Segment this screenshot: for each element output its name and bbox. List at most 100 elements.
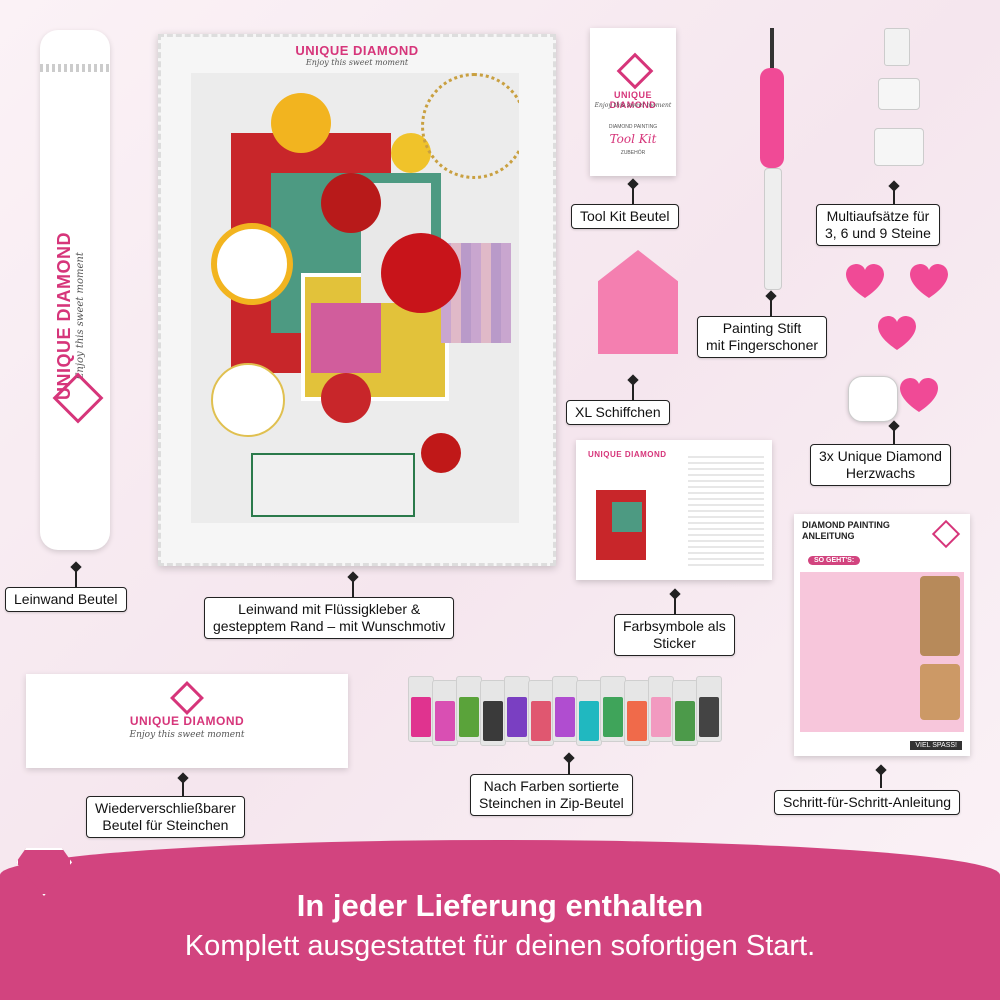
- label-xl-schiffchen: XL Schiffchen: [566, 400, 670, 425]
- painting-stift-image: [752, 28, 792, 290]
- label-steinchen-line1: Nach Farben sortierte: [483, 778, 620, 794]
- footer-banner: [0, 840, 1000, 1000]
- diamond-logo-icon: [170, 681, 204, 715]
- herzwachs-heart-1: [846, 264, 884, 298]
- pin: [632, 380, 634, 400]
- zip-bag: [648, 676, 674, 742]
- canvas-artwork: [191, 73, 519, 523]
- beutel-brand-name: UNIQUE DIAMOND: [129, 714, 245, 728]
- pin: [352, 577, 354, 597]
- canvas-brand-name: UNIQUE DIAMOND: [295, 43, 419, 58]
- tool-kit-brand-tagline: Enjoy this sweet moment: [594, 102, 672, 109]
- zip-bag-stones: [651, 697, 671, 737]
- label-herzwachs-line1: 3x Unique Diamond: [819, 448, 942, 464]
- tool-kit-brand-name: UNIQUE DIAMOND: [609, 90, 657, 110]
- label-leinwand-line1: Leinwand mit Flüssigkleber &: [238, 601, 421, 617]
- label-steinchen: Nach Farben sortierte Steinchen in Zip-B…: [470, 774, 633, 816]
- zip-bag-stones: [411, 697, 431, 737]
- zip-bag-stones: [483, 701, 503, 741]
- label-multiaufsaetze: Multiaufsätze für 3, 6 und 9 Steine: [816, 204, 940, 246]
- leinwand-beutel-image: UNIQUE DIAMOND Enjoy this sweet moment: [40, 30, 110, 550]
- zip-bag-stones: [555, 697, 575, 737]
- pin: [632, 184, 634, 204]
- sticker-brand-name: UNIQUE DIAMOND: [588, 450, 667, 459]
- pin: [893, 426, 895, 444]
- diamond-logo-icon: [616, 52, 654, 90]
- herzwachs-case-lid: [848, 376, 898, 422]
- zip-bag-stones: [435, 701, 455, 741]
- zip-bag: [480, 680, 506, 746]
- pin: [182, 778, 184, 796]
- anleitung-footer: VIEL SPASS!: [910, 741, 962, 750]
- zip-bag-stones: [675, 701, 695, 741]
- zip-bag: [696, 676, 722, 742]
- label-anleitung: Schritt-für-Schritt-Anleitung: [774, 790, 961, 815]
- herzwachs-heart-3: [878, 316, 916, 350]
- pin: [880, 770, 882, 788]
- tool-kit-line1: DIAMOND PAINTING: [608, 124, 658, 130]
- xl-schiffchen-image: [598, 250, 678, 354]
- label-multiaufsaetze-line2: 3, 6 und 9 Steine: [825, 225, 931, 241]
- zip-bag: [504, 676, 530, 742]
- label-leinwand-beutel: Leinwand Beutel: [5, 587, 127, 612]
- anleitung-card-image: DIAMOND PAINTING ANLEITUNG SO GEHT'S: VI…: [794, 514, 970, 756]
- zip-bag-stones: [603, 697, 623, 737]
- label-leinwand: Leinwand mit Flüssigkleber & gestepptem …: [204, 597, 455, 639]
- label-wiederverschliessbarer-line2: Beutel für Steinchen: [102, 817, 229, 833]
- canvas-brand: UNIQUE DIAMOND Enjoy this sweet moment: [161, 43, 553, 67]
- pin: [770, 296, 772, 316]
- zip-bag-stones: [459, 697, 479, 737]
- zipper: [40, 64, 110, 72]
- footer-title: In jeder Lieferung enthalten: [296, 888, 704, 923]
- zip-bag: [408, 676, 434, 742]
- label-farbsymbole-line1: Farbsymbole als: [623, 618, 726, 634]
- label-steinchen-line2: Steinchen in Zip-Beutel: [479, 795, 624, 811]
- anleitung-title: DIAMOND PAINTING ANLEITUNG: [802, 520, 890, 541]
- pin: [568, 758, 570, 774]
- farbsymbole-sticker-image: UNIQUE DIAMOND: [576, 440, 772, 580]
- herzwachs-heart-2: [910, 264, 948, 298]
- multiaufsaetze-image: [872, 28, 924, 174]
- pin: [893, 186, 895, 204]
- label-painting-stift-line2: mit Fingerschoner: [706, 337, 819, 353]
- zip-bag: [528, 680, 554, 746]
- zip-bag: [672, 680, 698, 746]
- zip-bag: [552, 676, 578, 742]
- tool-kit-beutel-image: UNIQUE DIAMOND Enjoy this sweet moment D…: [590, 28, 676, 176]
- zip-bag-stones: [699, 697, 719, 737]
- zip-bag: [624, 680, 650, 746]
- zip-bag-stones: [579, 701, 599, 741]
- zip-bag: [600, 676, 626, 742]
- symbol-grid: [688, 452, 764, 570]
- anleitung-badge: SO GEHT'S:: [808, 556, 861, 565]
- label-wiederverschliessbarer: Wiederverschließbarer Beutel für Steinch…: [86, 796, 245, 838]
- wiederverschliessbarer-beutel-image: UNIQUE DIAMOND Enjoy this sweet moment: [26, 674, 348, 768]
- label-multiaufsaetze-line1: Multiaufsätze für: [826, 208, 930, 224]
- zip-bag-stones: [627, 701, 647, 741]
- label-tool-kit-beutel: Tool Kit Beutel: [571, 204, 679, 229]
- diamond-logo-icon: [931, 519, 961, 549]
- pin: [75, 567, 77, 587]
- canvas-brand-tagline: Enjoy this sweet moment: [305, 58, 409, 67]
- tool-kit-title: Tool Kit: [609, 132, 657, 146]
- zip-bag-stones: [507, 697, 527, 737]
- label-farbsymbole: Farbsymbole als Sticker: [614, 614, 735, 656]
- zip-bag: [432, 680, 458, 746]
- zip-bag: [456, 676, 482, 742]
- label-herzwachs: 3x Unique Diamond Herzwachs: [810, 444, 951, 486]
- pin: [674, 594, 676, 614]
- steinchen-zip-beutel-group: [408, 676, 728, 746]
- beutel-brand-tagline: Enjoy this sweet moment: [129, 730, 245, 740]
- label-leinwand-line2: gestepptem Rand – mit Wunschmotiv: [213, 618, 446, 634]
- footer-subtitle: Komplett ausgestattet für deinen soforti…: [184, 930, 816, 962]
- zip-bag: [576, 680, 602, 746]
- zip-bag-stones: [531, 701, 551, 741]
- label-farbsymbole-line2: Sticker: [652, 635, 696, 651]
- label-painting-stift-line1: Painting Stift: [722, 320, 802, 336]
- label-herzwachs-line2: Herzwachs: [845, 465, 916, 481]
- herzwachs-case-heart: [900, 378, 942, 416]
- leinwand-canvas: UNIQUE DIAMOND Enjoy this sweet moment: [158, 34, 556, 566]
- label-painting-stift: Painting Stift mit Fingerschoner: [697, 316, 828, 358]
- label-wiederverschliessbarer-line1: Wiederverschließbarer: [95, 800, 236, 816]
- tool-kit-line3: ZUBEHÖR: [620, 150, 646, 156]
